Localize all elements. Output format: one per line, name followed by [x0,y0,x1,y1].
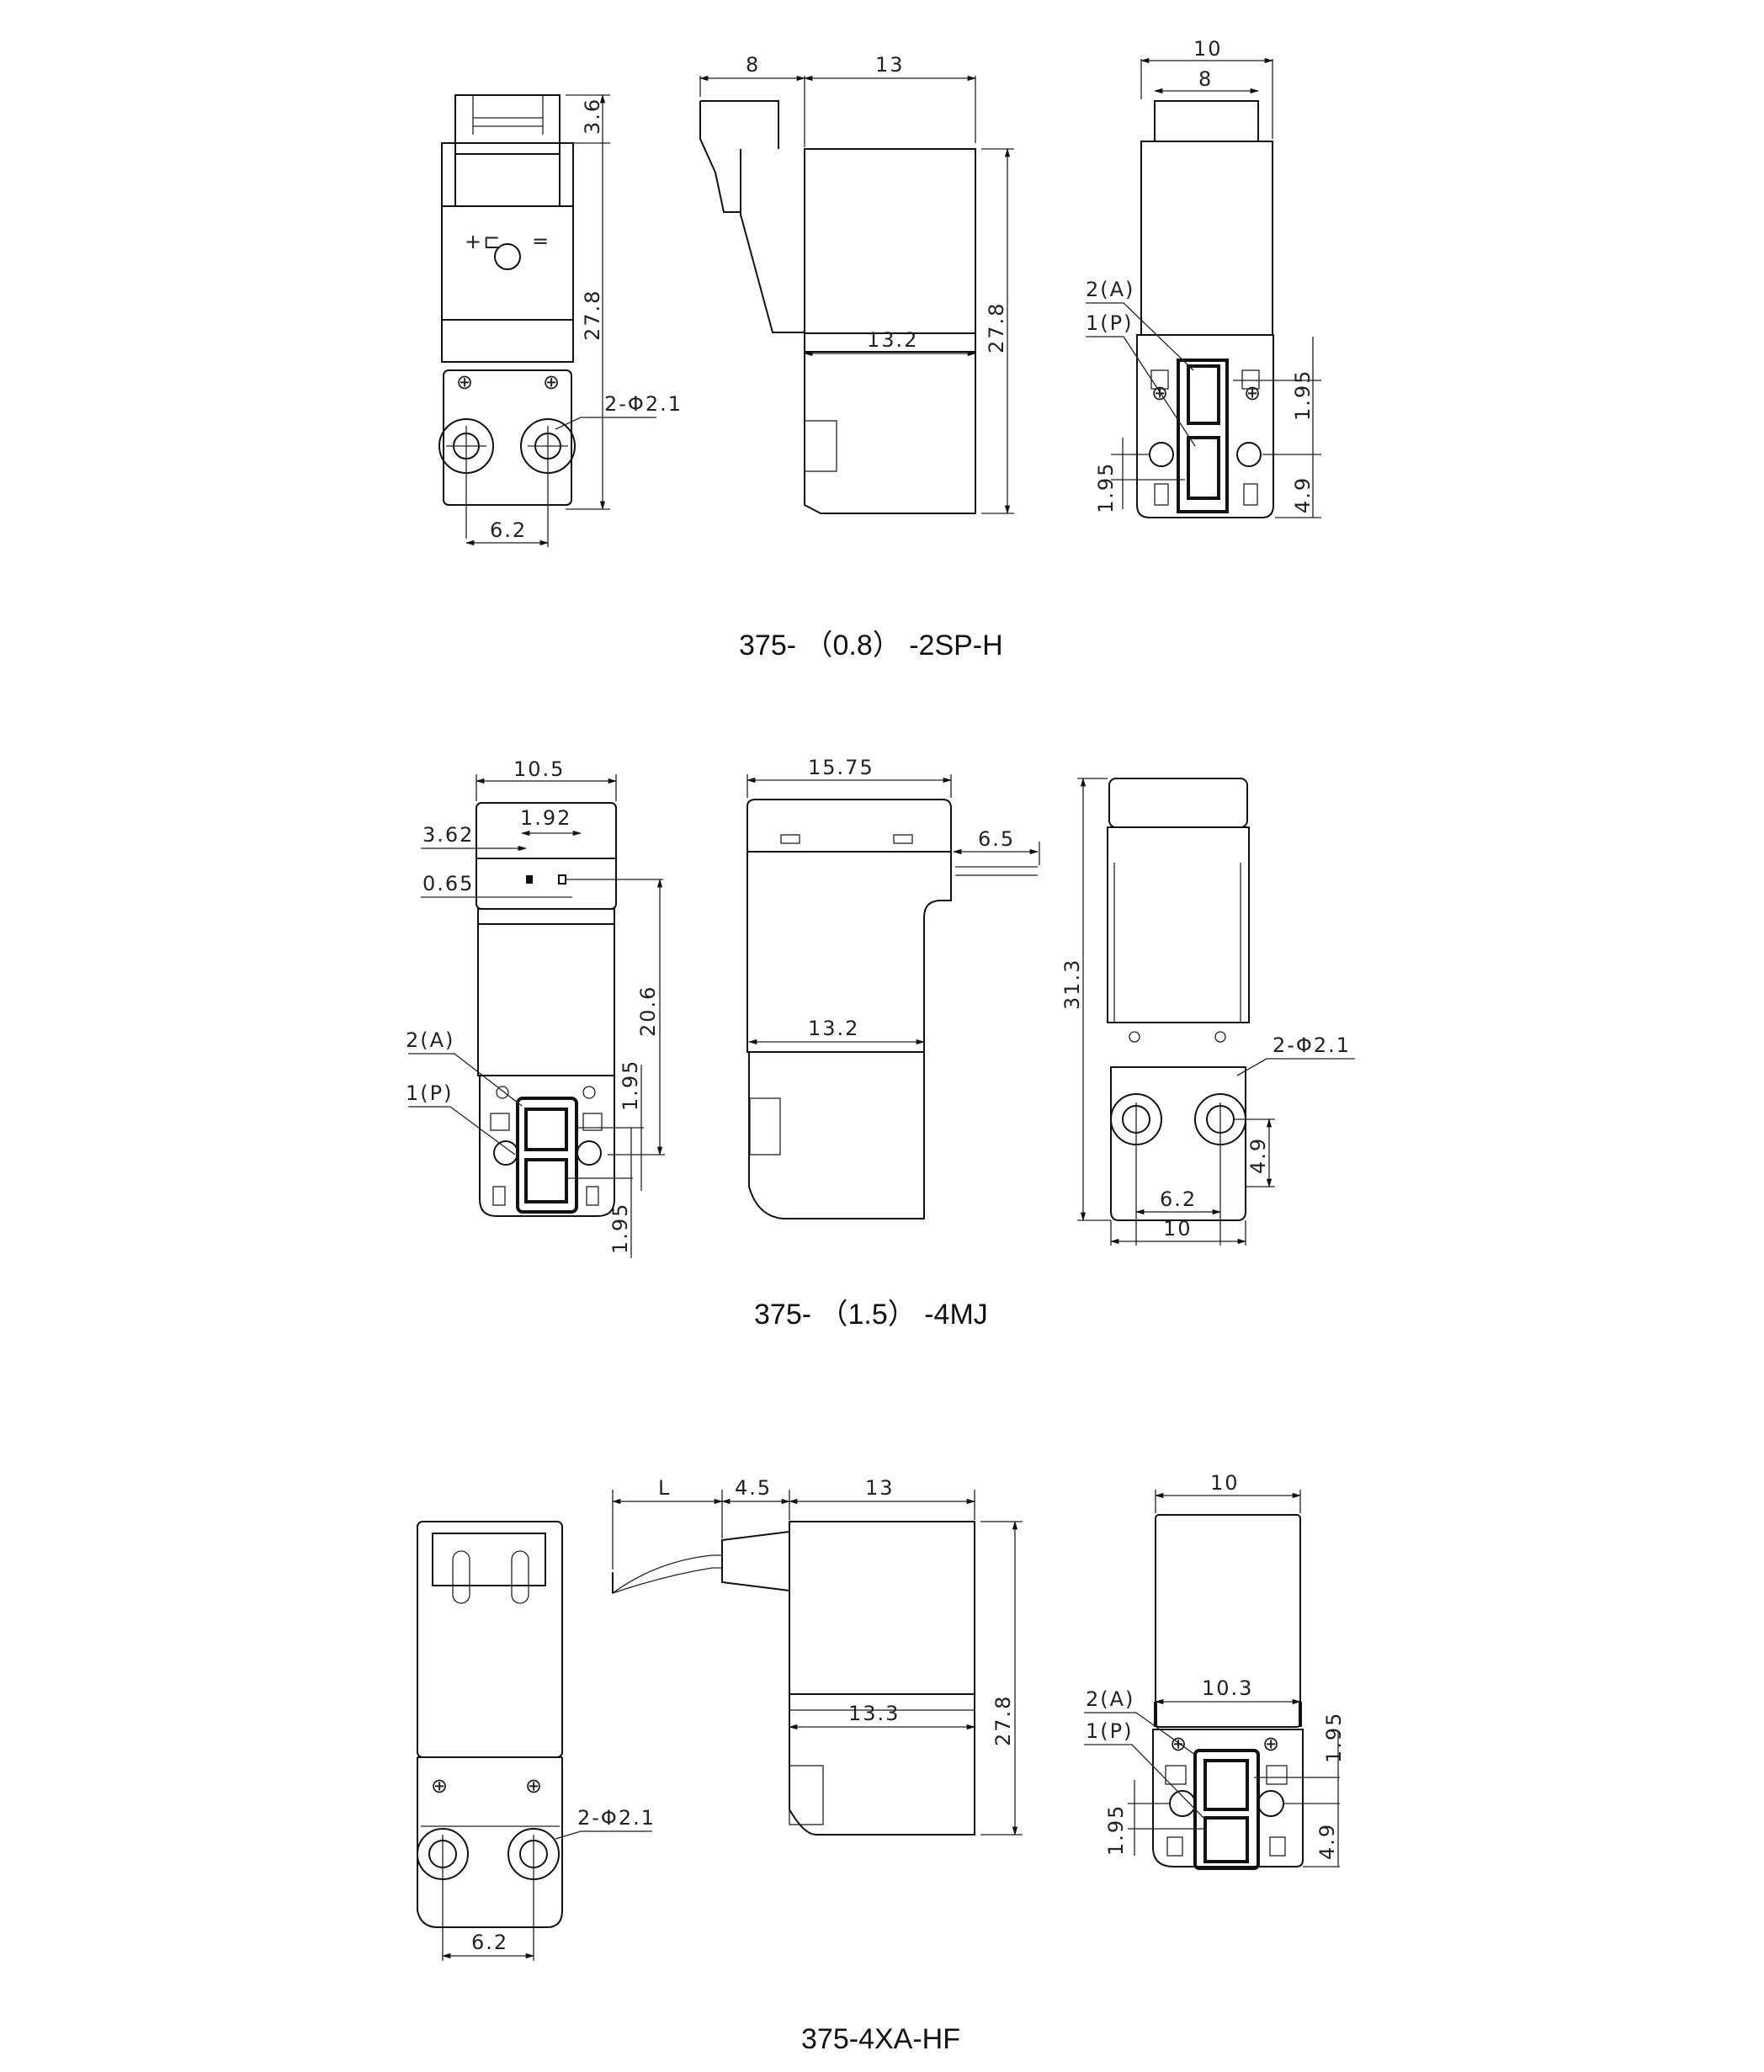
s3-model-caption: 375-4XA-HF [801,2023,960,2055]
s3-side-view: L 4.5 13 13.3 27.8 [611,1476,1023,1836]
s1-dim-height: 27.8 [985,302,1008,353]
s2-dim-hole-spacing: 6.2 [1160,1187,1197,1211]
s2-dim-port-pitch: 1.95 [608,1203,632,1254]
s1-dim-inner-width: 8 [1198,67,1213,91]
s2-dim-width: 10 [1163,1217,1193,1241]
s3-dim-base-height: 4.9 [1315,1823,1339,1860]
mount-hole-right [520,418,576,547]
s3-dim-hole: 2-Φ2.1 [577,1806,656,1830]
s1-dim-height: 27.8 [581,290,604,341]
section-1-2sp-h: +⊏ ═ ⊕ ⊕ 3.6 27.8 2-Φ2.1 6.2 [438,37,1321,661]
s3-dim-width: 10 [1210,1471,1240,1495]
svg-text:⊕: ⊕ [543,370,561,394]
s2-port-p-label: 1(P) [406,1081,453,1105]
svg-text:+⊏: +⊏ [465,230,502,253]
s3-dim-base-width: 13.3 [848,1702,900,1725]
s1-port-p-label: 1(P) [1086,311,1133,335]
s1-dim-base-width: 13.2 [867,328,918,352]
s2-model-caption: 375- （1.5） -4MJ [754,1299,988,1331]
s2-dim-base-height: 4.9 [1246,1137,1270,1174]
s3-front-view: ⊕ ⊕ 2-Φ2.1 6.2 [417,1521,656,1961]
s2-port-a-label: 2(A) [406,1028,454,1052]
s3-dim-hole-spacing: 6.2 [471,1931,508,1954]
s1-side-view: 8 13 13.2 27.8 [699,53,1014,515]
svg-text:⊕: ⊕ [525,1774,544,1798]
s1-front-view: +⊏ ═ ⊕ ⊕ 3.6 27.8 2-Φ2.1 6.2 [438,93,683,547]
s3-port-a-label: 2(A) [1086,1687,1134,1711]
s2-side-view: 15.75 6.5 13.2 [746,756,1040,1219]
svg-text:⊕: ⊕ [1262,1732,1281,1756]
s1-dim-width: 10 [1193,37,1223,61]
svg-text:⊕: ⊕ [431,1774,449,1798]
s1-dim-hole-spacing: 6.2 [490,518,527,542]
svg-text:⊕: ⊕ [1244,381,1262,405]
s2-dim-hole: 2-Φ2.1 [1273,1033,1351,1057]
s1-dim-port-offset: 1.95 [1291,369,1315,421]
s2-dim-pin-size: 0.65 [422,872,474,895]
section-2-4mj: 10.5 1.92 3.62 0.65 20.6 1.95 1.95 2(A) … [406,756,1355,1331]
section-3-4xa-hf: ⊕ ⊕ 2-Φ2.1 6.2 L 4.5 13 13.3 [417,1471,1346,2055]
s1-dim-body-width: 13 [875,53,905,77]
s2-dim-top-width: 15.75 [808,756,874,779]
s1-dim-hole: 2-Φ2.1 [604,392,683,416]
s1-dim-base-height: 4.9 [1291,476,1315,513]
s1-dim-connector: 8 [746,53,760,77]
s2-dim-port-offset: 1.95 [619,1060,642,1111]
s2-back-view: 31.3 2-Φ2.1 4.9 6.2 10 [1060,777,1355,1246]
s2-dim-base-width: 13.2 [808,1017,859,1040]
mount-hole-left [438,418,494,539]
s3-dim-body-width: 13 [865,1476,895,1500]
s1-port-a-label: 2(A) [1086,278,1134,301]
s3-dim-port-offset: 1.95 [1322,1712,1346,1763]
s3-bottom-view: ⊕ ⊕ 10 10.3 2(A) 1(P) 1.95 4.9 1.95 [1084,1471,1346,1870]
s2-dim-height: 20.6 [636,986,660,1037]
s2-dim-pin-pitch: 1.92 [520,806,571,830]
s2-dim-width: 10.5 [513,757,565,781]
s3-dim-cable-length: L [658,1476,671,1500]
s1-dim-port-pitch: 1.95 [1094,462,1118,513]
s3-dim-base-width: 10.3 [1202,1676,1253,1700]
s2-front-view: 10.5 1.92 3.62 0.65 20.6 1.95 1.95 2(A) … [406,757,665,1258]
s1-model-caption: 375- （0.8） -2SP-H [739,630,1003,661]
s1-dim-top-height: 3.6 [581,98,604,135]
s3-dim-height: 27.8 [991,1695,1015,1746]
svg-text:⊕: ⊕ [1170,1732,1188,1756]
s2-dim-pin-offset: 3.62 [422,823,474,847]
s3-dim-port-pitch: 1.95 [1104,1804,1128,1856]
s2-dim-height: 31.3 [1060,959,1084,1010]
svg-text:⊕: ⊕ [456,370,475,394]
s3-port-p-label: 1(P) [1086,1719,1133,1743]
svg-text:═: ═ [534,230,548,253]
s2-dim-pin-length: 6.5 [978,827,1015,851]
s1-bottom-view: ⊕⊕ 10 8 2(A) 1(P) 1.95 4.9 1.95 [1086,37,1321,518]
s3-dim-boot-length: 4.5 [735,1476,772,1500]
